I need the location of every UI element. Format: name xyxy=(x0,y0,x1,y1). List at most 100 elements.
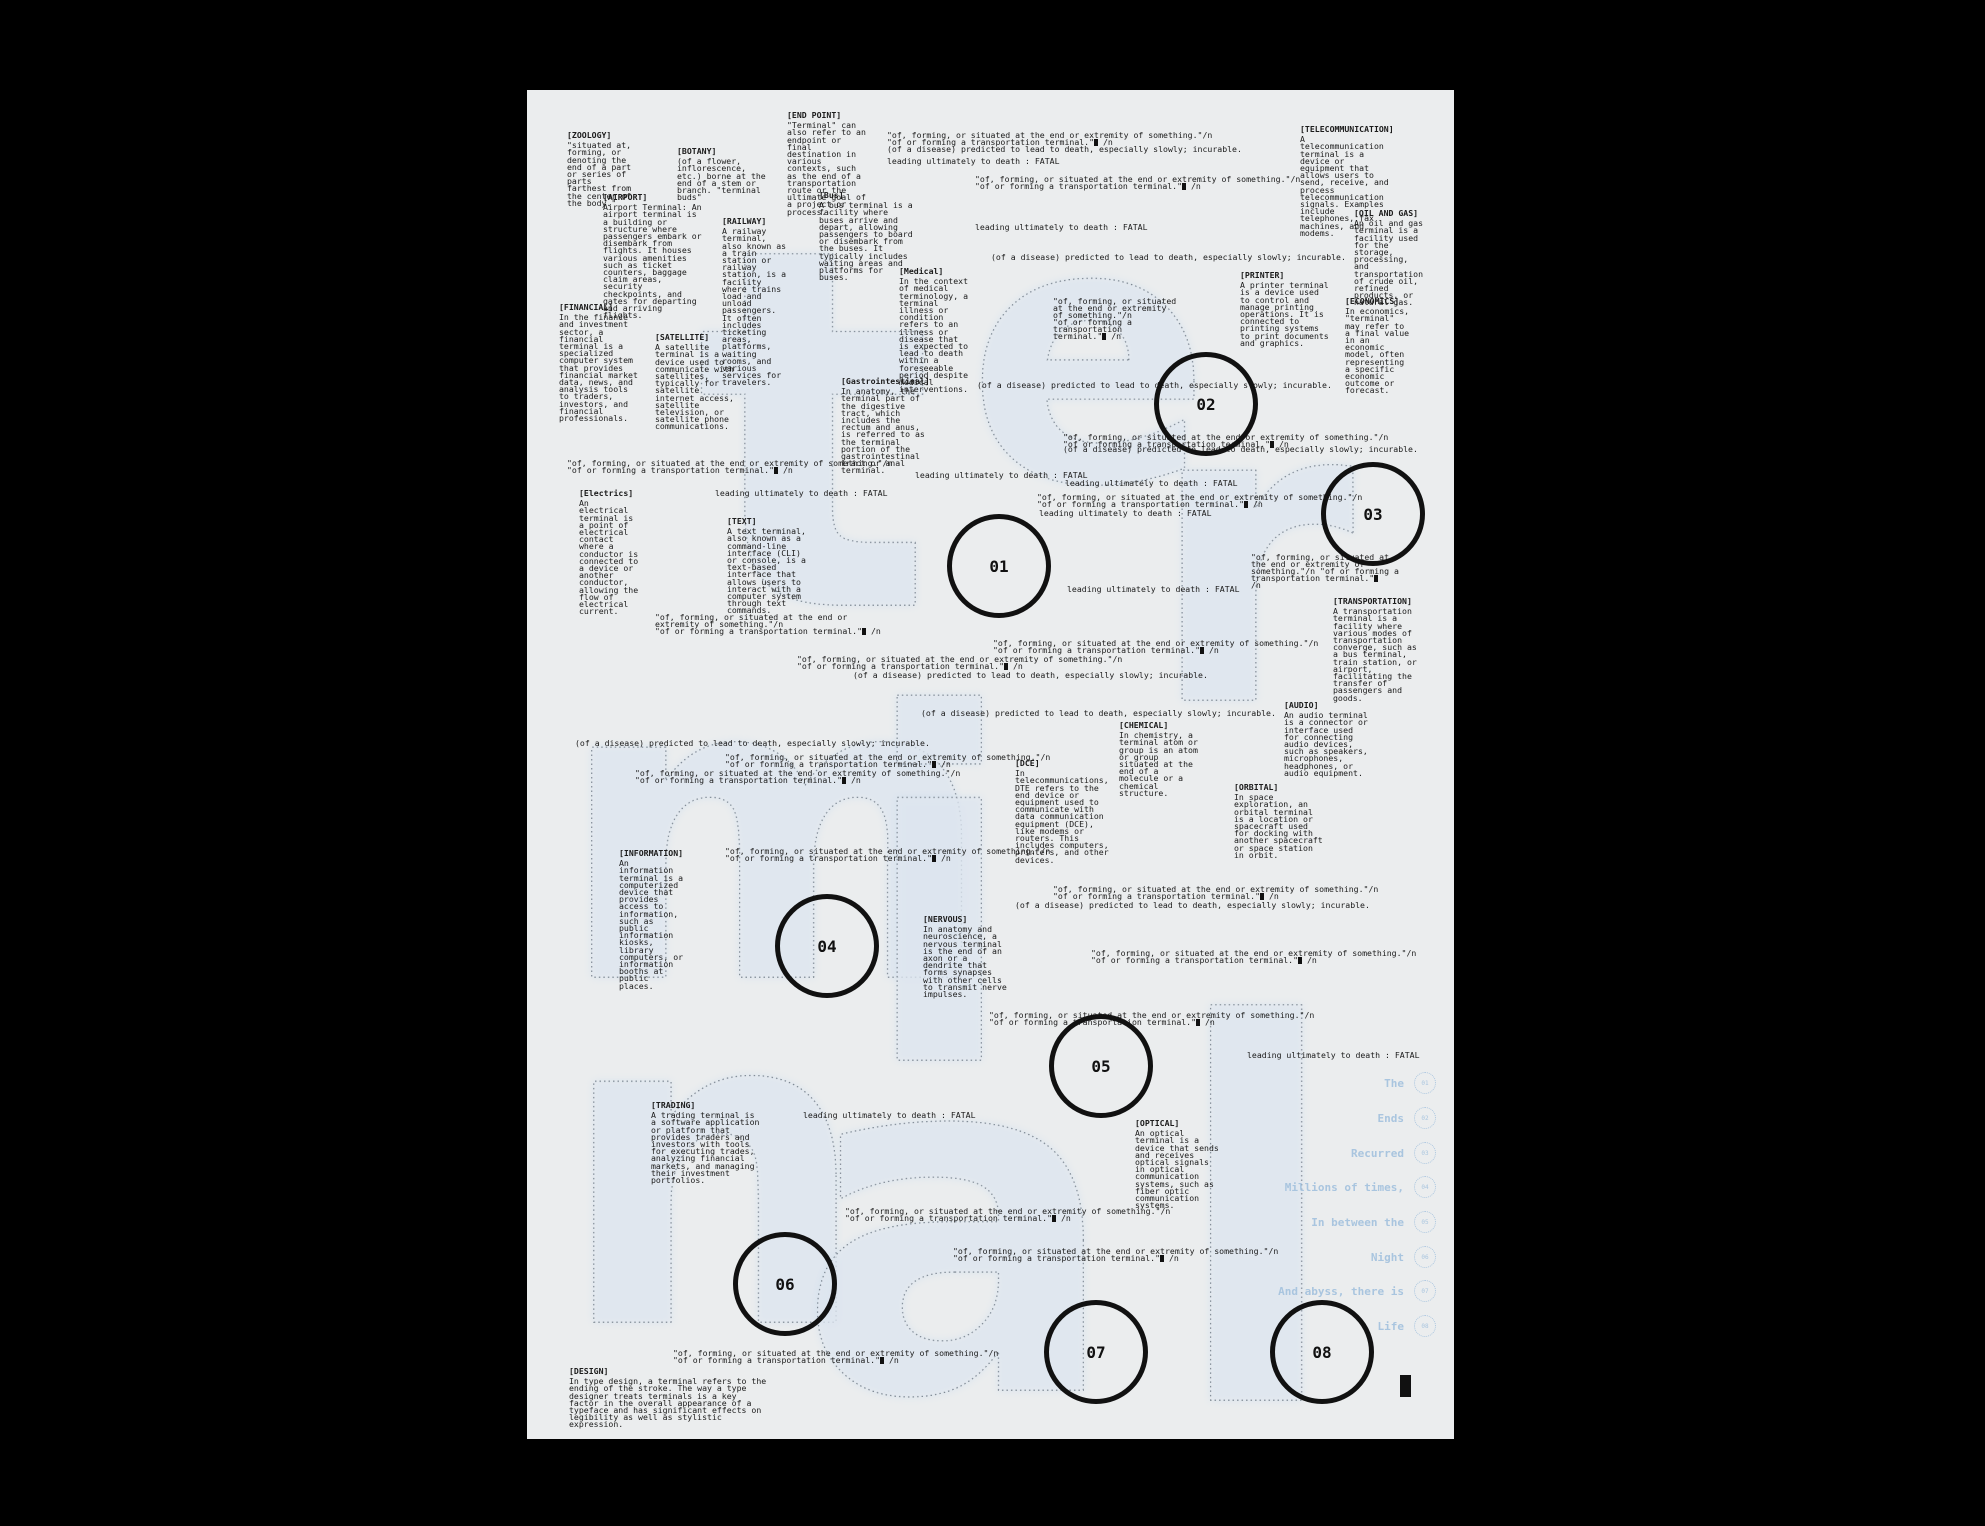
circle-marker-05: 05 xyxy=(1049,1014,1153,1118)
definition-title: [ORBITAL] xyxy=(1234,782,1279,792)
poem-line: Millions of times,04 xyxy=(1285,1176,1436,1198)
poster: t e r m i n a l [ZOOLOGY] "situated at, … xyxy=(527,90,1454,1439)
phrase-disease: (of a disease) predicted to lead to deat… xyxy=(921,708,1276,718)
definition-title: [DESIGN] xyxy=(569,1366,609,1376)
phrase-extremity: "of, forming, or situated at the end or … xyxy=(993,638,1319,655)
definition-botany: [BOTANY] (of a flower, inflorescence, et… xyxy=(677,146,769,203)
definition-oil-and-gas: [OIL AND GAS] An oil and gas terminal is… xyxy=(1354,208,1424,308)
definition-body: A telecommunication terminal is a device… xyxy=(1300,134,1389,238)
definition-title: [TRANSPORTATION] xyxy=(1333,596,1412,606)
definition-body: An optical terminal is a device that sen… xyxy=(1135,1128,1219,1211)
phrase-fatal: leading ultimately to death : FATAL xyxy=(1039,508,1212,518)
letter-t: t xyxy=(695,141,934,723)
definition-end-point: [END POINT] "Terminal" can also refer to… xyxy=(787,110,869,217)
circle-marker-02: 02 xyxy=(1154,352,1258,456)
definition-title: [OIL AND GAS] xyxy=(1354,208,1419,218)
definition-body: A printer terminal is a device used to c… xyxy=(1240,280,1329,348)
definition-body: In the context of medical terminology, a… xyxy=(899,276,969,395)
definition-financial: [FINANCIAL] In the finance and investmen… xyxy=(559,302,641,424)
definition-title: [Gastrointestinal] xyxy=(841,376,930,386)
definition-body: A satellite terminal is a device used to… xyxy=(655,342,734,432)
circle-marker-01: 01 xyxy=(947,514,1051,618)
definition-body: An information terminal is a computerize… xyxy=(619,858,684,991)
phrase-disease: (of a disease) predicted to lead to deat… xyxy=(977,380,1332,390)
definition-title: [TEXT] xyxy=(727,516,757,526)
definition-title: [BOTANY] xyxy=(677,146,717,156)
phrase-fatal: leading ultimately to death : FATAL xyxy=(975,222,1148,232)
phrase-fatal: leading ultimately to death : FATAL xyxy=(715,488,888,498)
definition-body: A transportation terminal is a facility … xyxy=(1333,606,1417,703)
phrase-fatal: leading ultimately to death : FATAL xyxy=(1067,584,1240,594)
definition-zoology: [ZOOLOGY] "situated at, forming, or deno… xyxy=(567,131,633,207)
definition-title: [Medical] xyxy=(899,266,944,276)
circle-marker-08: 08 xyxy=(1270,1300,1374,1404)
text-cursor xyxy=(1400,1375,1411,1397)
phrase-fatal: leading ultimately to death : FATAL xyxy=(1247,1050,1420,1060)
phrase-extremity: "of, forming, or situated at the end or … xyxy=(725,752,1051,769)
definition-text: [TEXT] A text terminal, also known as a … xyxy=(727,516,807,616)
definition-title: [ECONOMICS] xyxy=(1345,296,1400,306)
letter-n: n xyxy=(557,914,870,1426)
definition-body: A railway terminal, also known as a trai… xyxy=(722,226,787,388)
definition-body: In anatomy and neuroscience, a nervous t… xyxy=(923,924,1007,1000)
definition-body: In economics, "terminal" may refer to a … xyxy=(1345,306,1410,396)
phrase-extremity: "of, forming, or situated at the end or … xyxy=(1091,948,1417,965)
phrase-extremity: "of, forming, or situated at the end or … xyxy=(887,130,1213,147)
definition-title: [Electrics] xyxy=(579,488,634,498)
letter-m: m xyxy=(557,588,995,1077)
definition-nervous: [NERVOUS] In anatomy and neuroscience, a… xyxy=(923,914,1009,1000)
definition-railway: [RAILWAY] A railway terminal, also known… xyxy=(722,217,790,388)
phrase-disease: (of a disease) predicted to lead to deat… xyxy=(991,252,1346,262)
phrase-extremity: "of, forming, or situated at the end or … xyxy=(975,174,1301,191)
definition-transportation: [TRANSPORTATION] A transportation termin… xyxy=(1333,596,1419,703)
phrase-disease: (of a disease) predicted to lead to deat… xyxy=(853,670,1208,680)
definition-body: In chemistry, a terminal atom or group i… xyxy=(1119,730,1198,798)
definition-title: [FINANCIAL] xyxy=(559,302,614,312)
phrase-extremity: "of, forming, or situated at the end or … xyxy=(953,1246,1279,1263)
phrase-disease: (of a disease) predicted to lead to deat… xyxy=(1063,444,1418,454)
phrase-disease: (of a disease) predicted to lead to deat… xyxy=(887,144,1242,154)
definition-body: "Terminal" can also refer to an endpoint… xyxy=(787,120,866,217)
definition-body: (of a flower, inflorescence, etc.) borne… xyxy=(677,156,766,203)
phrase-extremity: "of, forming, or situated at the end or … xyxy=(725,846,1051,863)
definition-body: In the finance and investment sector, a … xyxy=(559,312,638,424)
definition-title: [NERVOUS] xyxy=(923,914,968,924)
circle-marker-06: 06 xyxy=(733,1232,837,1336)
definition-body: In telecommunications, DTE refers to the… xyxy=(1015,768,1109,865)
definition-title: [PRINTER] xyxy=(1240,270,1285,280)
circle-marker-04: 04 xyxy=(775,894,879,998)
definition-printer: [PRINTER] A printer terminal is a device… xyxy=(1240,270,1330,348)
definition-body: An oil and gas terminal is a facility us… xyxy=(1354,218,1424,308)
definition-title: [END POINT] xyxy=(787,110,842,120)
definition-electrics: [Electrics] An electrical terminal is a … xyxy=(579,488,643,616)
letter-i: i xyxy=(857,615,1022,1174)
definition-title: [TELECOMMUNICATION] xyxy=(1300,124,1394,134)
definition-title: [DCE] xyxy=(1015,758,1040,768)
definition-information: [INFORMATION] An information terminal is… xyxy=(619,848,685,991)
phrase-extremity: "of, forming, or situated at the end or … xyxy=(1037,492,1363,509)
definition-body: Airport Terminal: An airport terminal is… xyxy=(603,202,702,321)
letter-e: e xyxy=(967,146,1211,565)
definition-title: [CHEMICAL] xyxy=(1119,720,1169,730)
definition-title: [SATELLITE] xyxy=(655,332,710,342)
definition-body: A trading terminal is a software applica… xyxy=(651,1110,760,1186)
phrase-fatal: leading ultimately to death : FATAL xyxy=(803,1110,976,1120)
definition-body: A bus terminal is a facility where buses… xyxy=(819,200,913,283)
definition-body: A text terminal, also known as a command… xyxy=(727,526,806,616)
definition-bus: [Bus] A bus terminal is a facility where… xyxy=(819,191,917,283)
definition-airport: [AIRPORT] Airport Terminal: An airport t… xyxy=(603,193,705,321)
definition-dce: [DCE] In telecommunications, DTE refers … xyxy=(1015,758,1113,865)
circle-marker-03: 03 xyxy=(1321,462,1425,566)
definition-title: [INFORMATION] xyxy=(619,848,684,858)
phrase-extremity: "of, forming, or situated at the end or … xyxy=(635,768,961,785)
phrase-extremity: "of, forming, or situated at the end or … xyxy=(845,1206,1171,1223)
phrase-fatal: leading ultimately to death : FATAL xyxy=(1065,478,1238,488)
